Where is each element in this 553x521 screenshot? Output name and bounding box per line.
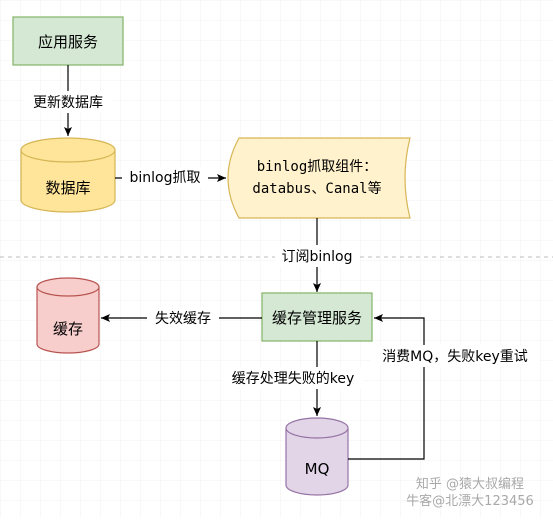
edge-update-db: 更新数据库 — [24, 65, 112, 136]
node-database[interactable]: 数据库 — [20, 137, 116, 213]
edge-subscribe-binlog: 订阅binlog — [275, 218, 359, 292]
watermark: 知乎 @猿大叔编程 牛客@北漂大123456 — [406, 476, 534, 509]
edge-invalidate-cache: 失效缓存 — [101, 307, 262, 329]
node-binlog-component[interactable]: binlog抓取组件： databus、Canal等 — [227, 137, 411, 219]
watermark-line1: 知乎 @猿大叔编程 — [416, 476, 524, 492]
edge-subscribe-binlog-label: 订阅binlog — [282, 249, 353, 265]
node-mq-label: MQ — [305, 460, 330, 478]
edge-failed-keys: 缓存处理失败的key — [222, 341, 364, 416]
node-app-service-label: 应用服务 — [38, 33, 98, 51]
edge-consume-retry-label: 消费MQ，失败key重试 — [382, 349, 528, 365]
node-database-label: 数据库 — [45, 179, 90, 197]
edge-consume-retry: 消费MQ，失败key重试 — [348, 314, 540, 460]
node-app-service[interactable]: 应用服务 — [12, 16, 124, 66]
node-binlog-component-line1: binlog抓取组件： — [257, 159, 378, 175]
edge-update-db-label: 更新数据库 — [33, 95, 103, 111]
edge-failed-keys-label: 缓存处理失败的key — [232, 371, 355, 387]
edge-binlog-capture-label: binlog抓取 — [130, 170, 201, 186]
node-cache-manager[interactable]: 缓存管理服务 — [261, 292, 373, 342]
node-mq[interactable]: MQ — [285, 417, 349, 496]
edge-binlog-capture: binlog抓取 — [115, 167, 226, 188]
watermark-line2: 牛客@北漂大123456 — [406, 493, 534, 509]
node-cache-label: 缓存 — [53, 320, 83, 338]
node-cache-manager-label: 缓存管理服务 — [272, 309, 362, 327]
node-cache[interactable]: 缓存 — [36, 277, 100, 354]
node-binlog-component-line2: databus、Canal等 — [252, 180, 381, 197]
edge-invalidate-cache-label: 失效缓存 — [155, 311, 211, 327]
